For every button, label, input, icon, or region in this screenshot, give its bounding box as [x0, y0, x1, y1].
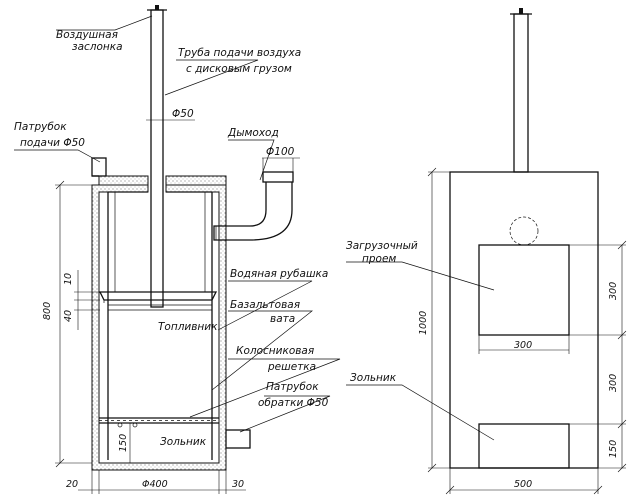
pipe-dia-label: Φ50 — [172, 108, 194, 120]
grate — [99, 417, 219, 428]
front-view: Загрузочный проем Зольник 1000 300 300 1… — [346, 8, 627, 495]
chimney-dia-label: Φ100 — [266, 146, 295, 158]
basalt-label-1: Базальтовая — [230, 299, 300, 311]
dim-800: 800 — [42, 302, 53, 320]
front-dims — [427, 167, 627, 495]
damper-label-1: Воздушная — [56, 29, 118, 41]
dim-400: Φ400 — [142, 479, 168, 490]
dim-10: 10 — [63, 273, 74, 285]
dim-door-h: 300 — [608, 282, 619, 300]
dim-1000: 1000 — [418, 311, 429, 335]
hidden-pipe-circle — [509, 216, 539, 246]
inlet-label-2: подачи Φ50 — [20, 137, 85, 149]
return-label-1: Патрубок — [266, 381, 319, 393]
dim-30: 30 — [232, 479, 244, 490]
side-dims — [55, 119, 300, 494]
return-label-2: обратки Φ50 — [258, 397, 329, 409]
load-opening-label-1: Загрузочный — [346, 240, 418, 252]
load-opening-label-2: проем — [362, 253, 396, 265]
front-leaders — [346, 261, 495, 441]
ashpit-label-side: Зольник — [160, 436, 207, 448]
load-opening — [478, 244, 570, 336]
water-jacket-label: Водяная рубашка — [230, 268, 328, 280]
damper-label-2: заслонка — [72, 41, 123, 53]
front-chimney-pipe — [513, 13, 529, 173]
basalt-label-2: вата — [270, 313, 295, 325]
dim-40: 40 — [63, 310, 74, 322]
dim-door-w: 300 — [514, 340, 532, 351]
chimney-label: Дымоход — [227, 127, 279, 139]
ashpit-label-front: Зольник — [350, 372, 397, 384]
return-pipe-stub — [225, 429, 251, 449]
side-view: Воздушная заслонка Труба подачи воздуха … — [14, 5, 341, 494]
firebox-label: Топливник — [158, 321, 218, 333]
disc-weight — [98, 291, 218, 303]
chimney-elbow — [213, 171, 294, 241]
dim-20: 20 — [66, 479, 78, 490]
dim-500: 500 — [514, 479, 532, 490]
inlet-pipe-stub — [91, 157, 107, 177]
side-leaders — [14, 15, 341, 433]
dim-ash-h: 150 — [608, 440, 619, 458]
dim-mid: 300 — [608, 374, 619, 392]
air-pipe-label-1: Труба подачи воздуха — [178, 47, 301, 59]
inlet-label-1: Патрубок — [14, 121, 67, 133]
air-pipe — [147, 5, 167, 308]
dim-150: 150 — [118, 434, 129, 452]
grate-label-1: Колосниковая — [236, 345, 314, 357]
grate-label-2: решетка — [267, 361, 316, 373]
ash-door — [478, 423, 570, 469]
air-pipe-label-2: с дисковым грузом — [186, 63, 292, 75]
